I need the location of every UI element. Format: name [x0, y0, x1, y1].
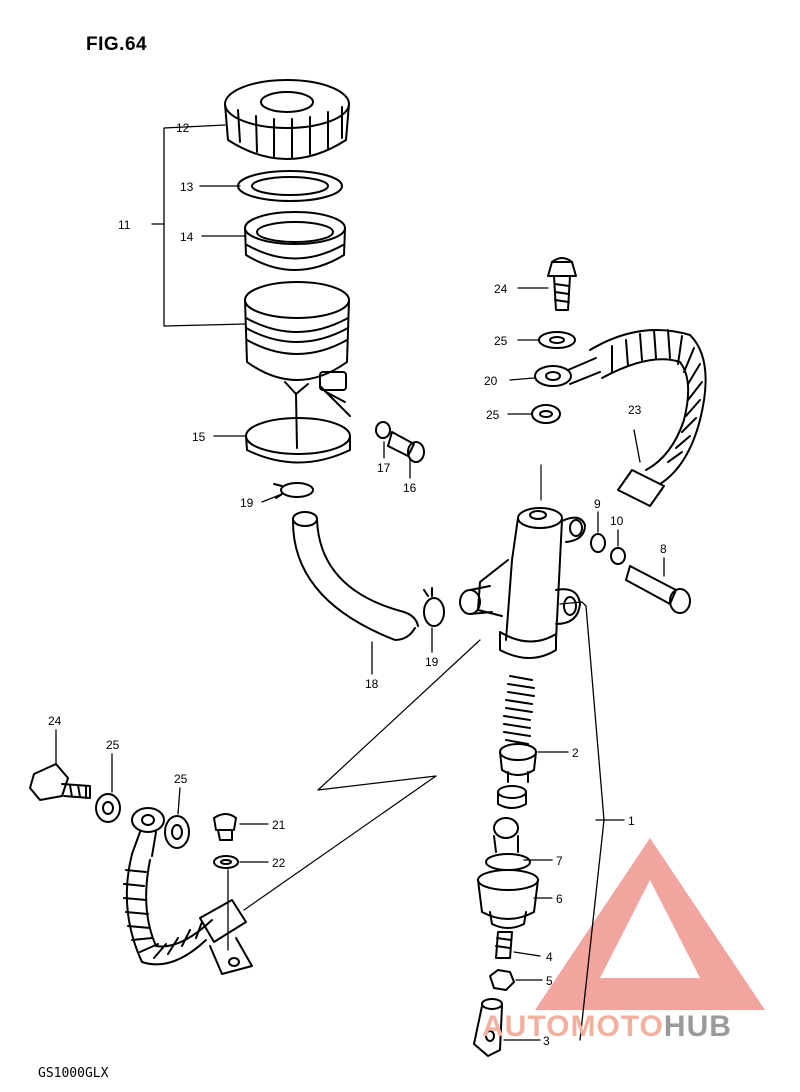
callout-9: 9	[594, 497, 601, 511]
brake-hose-lower	[123, 807, 253, 975]
banjo-bolt-lower	[29, 763, 91, 801]
reservoir-clamp-band	[245, 385, 351, 464]
pushrod	[495, 931, 513, 959]
callout-20: 20	[484, 374, 498, 388]
callout-22: 22	[272, 856, 286, 870]
callout-17: 17	[377, 461, 391, 475]
watermark-part2: HUB	[663, 1010, 732, 1043]
bleeder-washer	[213, 855, 239, 869]
callout-25-lower-2: 25	[174, 772, 188, 786]
callout-24-upper: 24	[494, 282, 508, 296]
callout-10: 10	[610, 514, 624, 528]
reservoir-cap	[224, 79, 350, 160]
hose-routing-line	[243, 639, 481, 911]
callout-5: 5	[546, 974, 553, 988]
leader-lines	[55, 124, 665, 1041]
callout-11: 11	[118, 218, 131, 232]
sealing-washer-lower-1	[95, 793, 121, 823]
hose-clip-upper	[273, 482, 314, 499]
clamp-washer	[375, 421, 391, 439]
callout-25-lower-1: 25	[106, 738, 120, 752]
callout-23: 23	[628, 403, 642, 417]
callout-3: 3	[543, 1034, 550, 1048]
pushrod-nut	[489, 969, 515, 991]
mounting-bolt	[625, 565, 691, 614]
callout-1: 1	[628, 814, 635, 828]
callout-21: 21	[272, 818, 286, 832]
callout-25-upper-2: 25	[486, 408, 500, 422]
callout-25-upper-1: 25	[494, 334, 508, 348]
banjo-union	[534, 357, 601, 387]
return-spring	[503, 675, 535, 745]
callout-19-lower: 19	[425, 655, 439, 669]
watermark-logo	[535, 838, 765, 1010]
sealing-washer-upper-2	[531, 404, 561, 424]
model-code: GS1000GLX	[38, 1066, 109, 1081]
callout-4: 4	[546, 950, 553, 964]
pushrod-boot	[485, 817, 531, 871]
hose-clip-lower	[423, 587, 445, 627]
pushrod-retainer	[477, 869, 539, 929]
master-cylinder-body	[459, 507, 586, 659]
reservoir-hose	[291, 511, 419, 641]
callout-24-lower: 24	[48, 714, 62, 728]
callout-14: 14	[180, 230, 194, 244]
banjo-bolt-upper	[547, 257, 577, 311]
sealing-washer-upper-1	[538, 331, 576, 349]
piston-assembly	[497, 743, 537, 809]
clamp-screw	[387, 431, 425, 463]
callout-8: 8	[660, 542, 667, 556]
callout-15: 15	[192, 430, 206, 444]
figure-title: FIG.64	[86, 34, 148, 55]
reservoir-tank	[244, 281, 350, 395]
brake-hose-upper	[589, 329, 707, 507]
callout-labels: 1 2 3 4 5 6 7 8 9 10 11 12 13 14 15 16 1…	[48, 121, 667, 1048]
sealing-washer-lower-2	[164, 815, 190, 849]
callout-2: 2	[572, 746, 579, 760]
callout-19-upper: 19	[240, 496, 254, 510]
pushrod-washer-10	[610, 547, 626, 565]
diaphragm	[244, 211, 346, 271]
watermark-text: AUTOMOTOHUB	[482, 1010, 732, 1044]
bleeder-screw	[213, 813, 237, 841]
callout-13: 13	[180, 180, 194, 194]
callout-7: 7	[556, 854, 563, 868]
callout-16: 16	[403, 481, 417, 495]
pushrod-clevis	[473, 998, 503, 1057]
callout-18: 18	[365, 677, 379, 691]
watermark-part1: AUTOMOTO	[482, 1010, 664, 1043]
pushrod-washer-9	[590, 533, 606, 553]
callout-6: 6	[556, 892, 563, 906]
callout-12: 12	[176, 121, 190, 135]
diaphragm-plate	[237, 170, 343, 202]
